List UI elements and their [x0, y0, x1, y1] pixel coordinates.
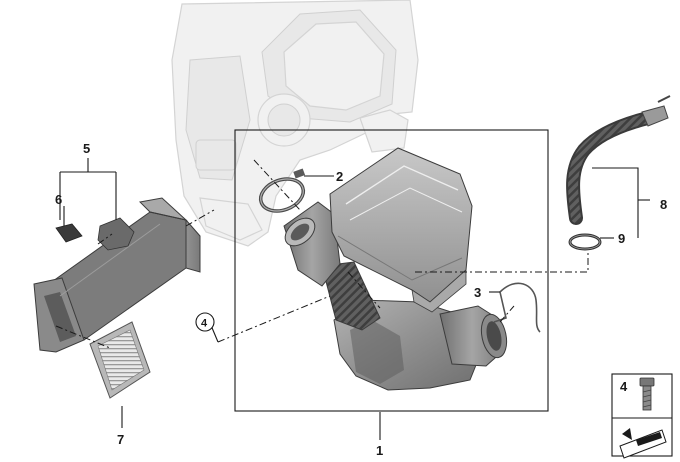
bolt-icon — [639, 377, 655, 411]
catalog-arrow-icon — [619, 428, 667, 459]
callout-4-circle — [195, 312, 215, 332]
callout-2: 2 — [336, 169, 343, 184]
grommet — [55, 223, 83, 243]
legend-callout-4: 4 — [620, 379, 628, 394]
callout-9: 9 — [618, 231, 625, 246]
intake-silencer — [283, 147, 508, 391]
legend-box: 4 — [611, 373, 673, 459]
callout-4-circled: 4 — [201, 318, 208, 330]
callout-5: 5 — [83, 141, 90, 156]
callout-6: 6 — [55, 192, 62, 207]
callout-8: 8 — [660, 197, 667, 212]
vent-hose — [566, 95, 671, 225]
assembly-frame — [234, 129, 549, 412]
connection-lines — [55, 159, 589, 349]
wire-clip — [493, 282, 541, 333]
hose-clamp — [258, 168, 306, 213]
intake-grille — [89, 321, 151, 399]
leader-lines — [59, 158, 650, 440]
callout-1: 1 — [376, 443, 383, 458]
o-ring-highlight — [569, 234, 601, 250]
duct-tab — [97, 217, 135, 251]
callout-7: 7 — [117, 432, 124, 447]
intake-duct — [33, 197, 201, 353]
ghost-intake-module — [171, 0, 419, 247]
callout-3: 3 — [474, 285, 481, 300]
